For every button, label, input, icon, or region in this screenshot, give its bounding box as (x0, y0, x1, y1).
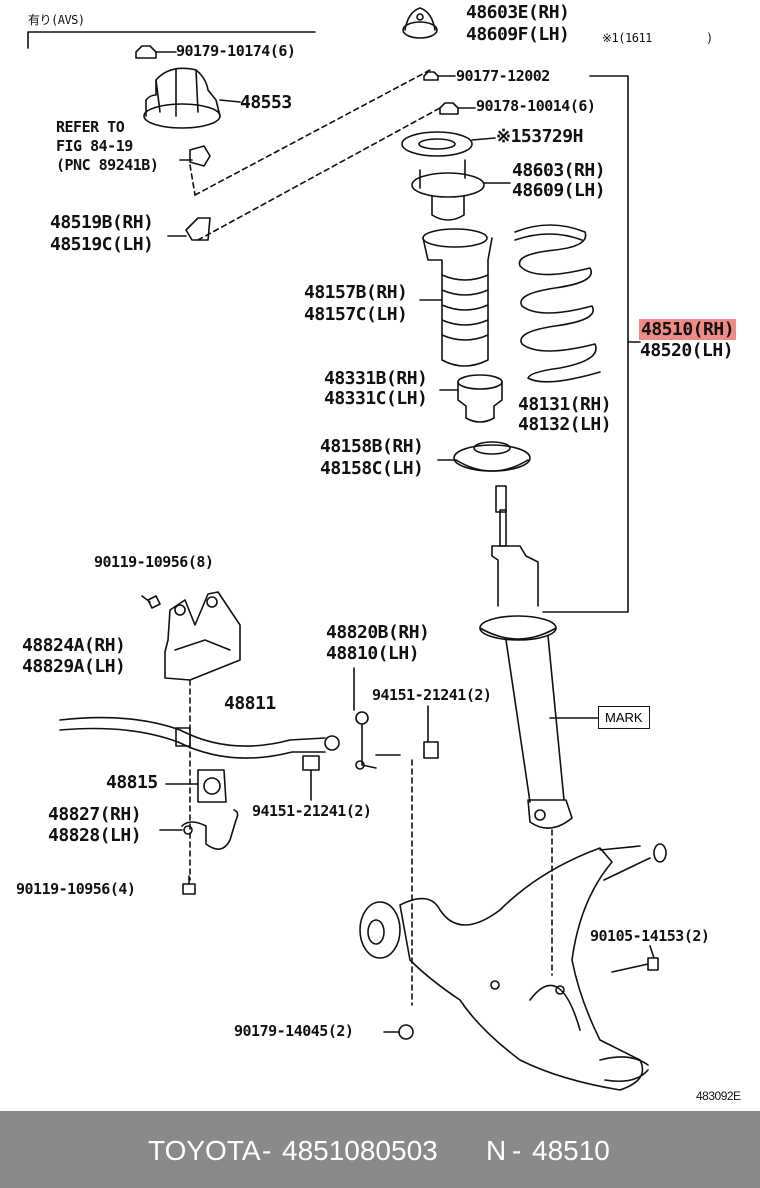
footer-brand: TOYOTA (148, 1135, 261, 1166)
insulator-48158-part (437, 441, 531, 472)
refer-line-3: (PNC 89241B) (56, 156, 159, 174)
bushing-48815-part (165, 769, 227, 803)
bracket-48827-part (159, 809, 239, 850)
part-48824A-label[interactable]: 48824A(RH) (22, 635, 126, 656)
avs-bracket-line (27, 31, 316, 49)
part-48603E-label[interactable]: 48603E(RH) (466, 2, 570, 23)
support-48603-part (411, 159, 511, 221)
part-48331C-label[interactable]: 48331C(LH) (324, 388, 428, 409)
stabilizer-bar-48811-part (59, 716, 340, 759)
nut-94151-b-part (302, 755, 320, 801)
nut-90179-14045-part (383, 1024, 414, 1040)
bumper-48331-part (439, 374, 503, 423)
diagram-drawing (27, 7, 667, 1091)
part-48158B-label[interactable]: 48158B(RH) (320, 436, 424, 457)
refer-line-1: REFER TO (56, 118, 125, 136)
part-48810-label[interactable]: 48810(LH) (326, 643, 420, 664)
part-48132-label[interactable]: 48132(LH) (518, 414, 612, 435)
nut-94151-a-part (423, 705, 439, 759)
note-1611-label: ※1(1611 (602, 31, 652, 45)
footer-n-label: N (486, 1135, 507, 1166)
part-94151-a-label[interactable]: 94151-21241(2) (372, 686, 492, 704)
footer-part-number: 4851080503 (282, 1135, 438, 1166)
part-48519B-label[interactable]: 48519B(RH) (50, 212, 154, 233)
part-90179-10174-label[interactable]: 90179-10174(6) (176, 42, 296, 60)
refer-line-2[interactable]: FIG 84-19 (56, 137, 133, 155)
footer-separator-2: - (512, 1135, 522, 1166)
part-48609-label[interactable]: 48609(LH) (512, 180, 606, 201)
footer-separator-1: - (262, 1135, 272, 1166)
bolt-90105-part (611, 945, 659, 973)
note-close-label: ) (706, 31, 713, 45)
avs-note-label: 有り(AVS) (28, 13, 85, 27)
part-48520-label[interactable]: 48520(LH) (640, 340, 734, 361)
nut-90177-part (423, 71, 456, 81)
part-48609F-label[interactable]: 48609F(LH) (466, 24, 570, 45)
part-90179-14045-label[interactable]: 90179-14045(2) (234, 1022, 354, 1040)
part-90119-8-label[interactable]: 90119-10956(8) (94, 553, 214, 571)
part-48828-label[interactable]: 48828(LH) (48, 825, 142, 846)
boot-48157-part (419, 228, 493, 367)
assy-bracket-line (542, 75, 629, 613)
bound-stopper-48553-part (143, 67, 241, 129)
part-90178-label[interactable]: 90178-10014(6) (476, 97, 596, 115)
part-48603-label[interactable]: 48603(RH) (512, 160, 606, 181)
part-48815-label[interactable]: 48815 (106, 772, 158, 793)
coil-spring-48131-part (514, 224, 601, 383)
part-48811-label[interactable]: 48811 (224, 693, 276, 714)
part-48157B-label[interactable]: 48157B(RH) (304, 282, 408, 303)
lower-arm-part (359, 843, 667, 1091)
nut-90178-part (439, 102, 476, 115)
parts-diagram: 有り(AVS) 48603E(RH) 48609F(LH) ※1(1611 ) … (16, 2, 741, 1103)
part-48519C-label[interactable]: 48519C(LH) (50, 234, 154, 255)
part-48820B-label[interactable]: 48820B(RH) (326, 622, 430, 643)
mark-label: MARK (598, 706, 650, 729)
bolt-90119-4-part (182, 875, 196, 895)
footer-bar: TOYOTA - 4851080503 N - 48510 (0, 1111, 760, 1188)
part-48827-label[interactable]: 48827(RH) (48, 804, 142, 825)
shock-absorber-part (479, 485, 599, 829)
upper-cap-part (402, 7, 438, 39)
refer-clip-part (179, 145, 211, 167)
part-90105-label[interactable]: 90105-14153(2) (590, 927, 710, 945)
footer-pnc: 48510 (532, 1135, 610, 1166)
part-53729-label[interactable]: ※153729H (496, 126, 583, 147)
part-90177-label[interactable]: 90177-12002 (456, 67, 550, 85)
part-48553-label[interactable]: 48553 (240, 92, 292, 113)
part-48510-label[interactable]: 48510(RH) (639, 319, 737, 340)
diagram-id-label: 483092E (696, 1089, 741, 1103)
part-48158C-label[interactable]: 48158C(LH) (320, 458, 424, 479)
nut-90179-part (135, 45, 177, 59)
dashed-leaders (189, 69, 553, 1006)
part-48829A-label[interactable]: 48829A(LH) (22, 656, 126, 677)
bracket-48824-part (141, 591, 241, 681)
part-94151-b-label[interactable]: 94151-21241(2) (252, 802, 372, 820)
part-48510-highlight[interactable]: 48510(RH) (639, 319, 737, 340)
part-48131-label[interactable]: 48131(RH) (518, 394, 612, 415)
part-48331B-label[interactable]: 48331B(RH) (324, 368, 428, 389)
part-90119-4-label[interactable]: 90119-10956(4) (16, 880, 136, 898)
clip-48519-part (167, 217, 211, 241)
stabilizer-link-48820-part (353, 667, 401, 770)
part-48157C-label[interactable]: 48157C(LH) (304, 304, 408, 325)
plate-53729-part (401, 131, 496, 157)
